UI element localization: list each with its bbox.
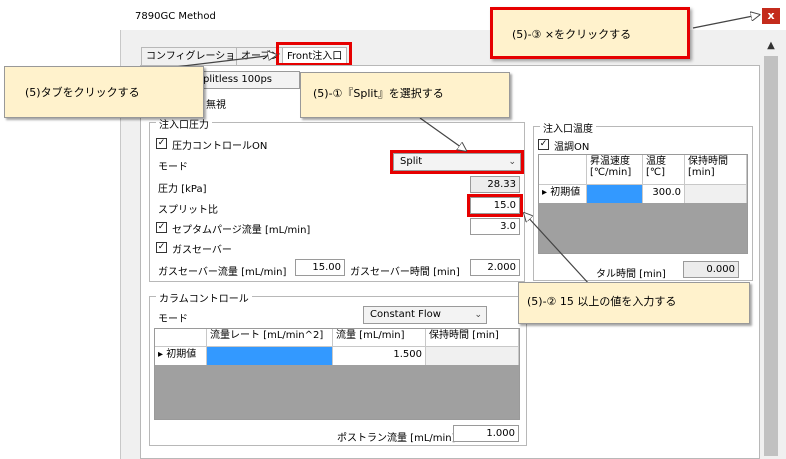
tab-annotation: (5)タブをクリックする	[4, 66, 204, 118]
close-annotation-text: (5)-③ ×をクリックする	[512, 28, 632, 41]
pressure-mode-value: Split	[400, 156, 423, 167]
inlet-temp-title: 注入口温度	[540, 120, 596, 135]
gas-saver-time-input[interactable]: 2.000	[470, 259, 520, 276]
window-title: 7890GC Method	[135, 11, 216, 22]
ratio-annotation: (5)-② 15 以上の値を入力する	[518, 282, 750, 324]
septum-purge-label: セプタムパージ流量 [mL/min]	[172, 225, 311, 236]
chevron-down-icon: ⌄	[508, 157, 516, 167]
temp-header-hold: 保持時間 [min]	[685, 155, 747, 185]
column-rate-cell[interactable]	[207, 347, 333, 365]
split-ratio-highlight-box	[467, 194, 523, 217]
close-button[interactable]: x	[762, 8, 780, 24]
gas-saver-checkbox[interactable]: ✓	[156, 242, 167, 253]
temp-rate-cell[interactable]	[587, 185, 643, 203]
gas-saver-label: ガスセーバー	[172, 245, 232, 256]
pressure-label: 圧力 [kPa]	[158, 184, 207, 195]
chevron-down-icon: ⌄	[474, 310, 482, 320]
temp-header-rate: 昇温速度 [℃/min]	[587, 155, 643, 185]
inlet-pressure-title: 注入口圧力	[156, 116, 212, 131]
temp-row-label: ▸ 初期値	[539, 185, 587, 203]
column-mode-value: Constant Flow	[370, 309, 441, 320]
pressure-mode-select[interactable]: Split ⌄	[393, 153, 521, 171]
temp-hold-cell[interactable]	[685, 185, 747, 203]
postrun-flow-input[interactable]: 1.000	[453, 425, 519, 442]
gas-saver-time-label: ガスセーバー時間 [min]	[350, 267, 460, 278]
tab-configuration[interactable]: コンフィグレーション	[141, 47, 251, 65]
pressure-control-label: 圧力コントロールON	[172, 141, 268, 152]
pressure-value: 28.33	[470, 176, 520, 193]
temp-header-temp: 温度 [℃]	[643, 155, 685, 185]
gas-saver-flow-input[interactable]: 15.00	[295, 259, 345, 276]
scroll-up-icon[interactable]: ▲	[767, 40, 775, 51]
septum-purge-checkbox[interactable]: ✓	[156, 222, 167, 233]
column-grid-corner	[155, 329, 207, 347]
split-ratio-label: スプリット比	[158, 205, 218, 216]
temp-grid-corner	[539, 155, 587, 185]
tab-highlight-box	[276, 42, 352, 66]
heater-on-checkbox[interactable]: ✓	[538, 139, 549, 150]
split-annotation: (5)-①『Split』を選択する	[300, 72, 510, 118]
column-control-title: カラムコントロール	[156, 290, 252, 305]
tab-front-inlet[interactable]: Front注入口	[282, 47, 348, 65]
postrun-flow-label: ポストラン流量 [mL/min]	[337, 433, 456, 444]
column-hold-cell[interactable]	[426, 347, 519, 365]
temp-value-cell[interactable]: 300.0	[643, 185, 685, 203]
total-time-label: タル時間 [min]	[596, 269, 666, 280]
column-header-flow: 流量 [mL/min]	[333, 329, 426, 347]
top-mode-combo[interactable]: plitless 100ps	[196, 71, 300, 89]
split-select-highlight-box	[390, 150, 524, 174]
column-mode-select[interactable]: Constant Flow ⌄	[363, 306, 487, 324]
column-flow-cell[interactable]: 1.500	[333, 347, 426, 365]
column-header-rate: 流量レート [mL/min^2]	[207, 329, 333, 347]
split-ratio-input[interactable]: 15.0	[470, 197, 520, 214]
close-annotation-box	[490, 7, 690, 59]
total-time-value: 0.000	[683, 261, 739, 278]
pressure-mode-label: モード	[158, 162, 188, 173]
scroll-thumb[interactable]	[764, 56, 778, 456]
gas-saver-flow-label: ガスセーバー流量 [mL/min]	[158, 267, 287, 278]
column-header-hold: 保持時間 [min]	[426, 329, 519, 347]
septum-purge-input[interactable]: 3.0	[470, 218, 520, 235]
ignore-label: 無視	[206, 100, 226, 111]
column-mode-label: モード	[158, 314, 188, 325]
heater-on-label: 温調ON	[554, 142, 590, 153]
pressure-control-checkbox[interactable]: ✓	[156, 138, 167, 149]
column-row-label: ▸ 初期値	[155, 347, 207, 365]
